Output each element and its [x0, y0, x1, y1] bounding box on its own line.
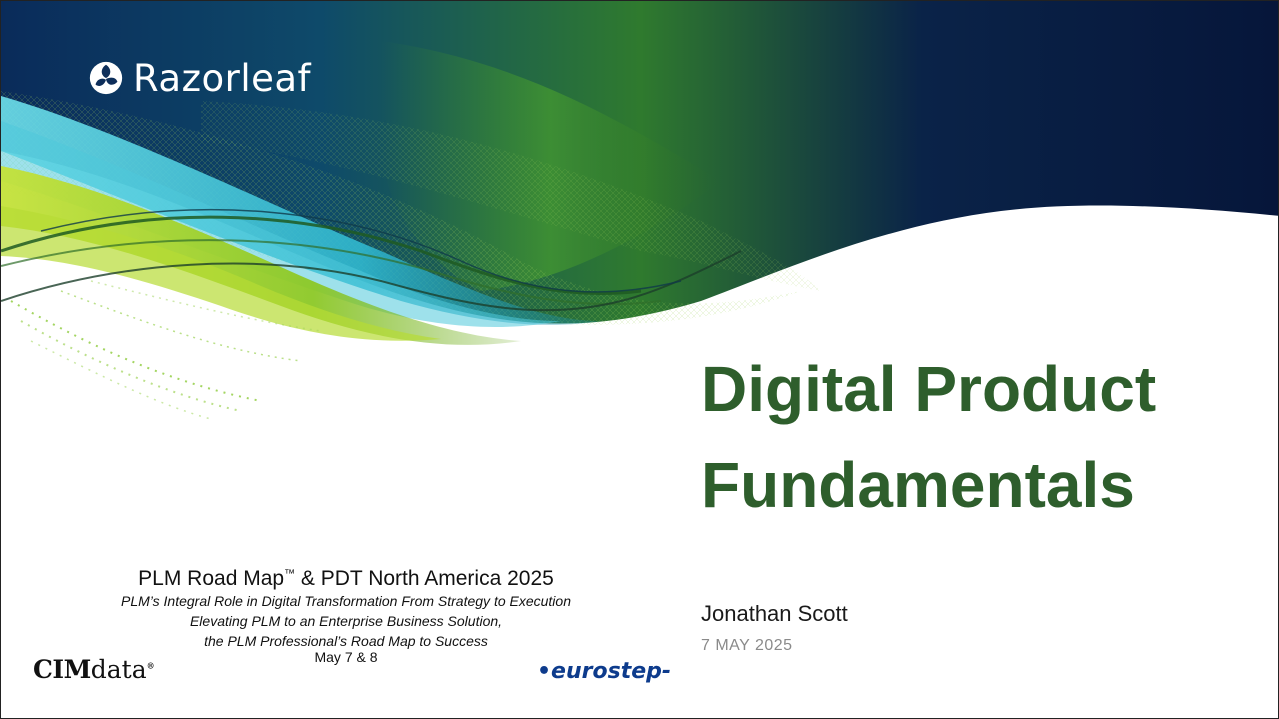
event-subtitle-3: the PLM Professional’s Road Map to Succe…	[204, 633, 488, 649]
event-info: PLM Road Map™ & PDT North America 2025 P…	[61, 567, 631, 665]
slide-title: Digital Product Fundamentals	[701, 341, 1261, 533]
razorleaf-petal-icon	[89, 61, 123, 95]
eurostep-logo: •eurostep-	[537, 659, 672, 684]
event-title-part2: & PDT North America 2025	[295, 567, 554, 590]
event-dates: May 7 & 8	[314, 649, 378, 665]
cimdata-registered: ®	[146, 660, 155, 671]
cimdata-logo: CIMdata®	[33, 655, 155, 684]
event-subtitle-2: Elevating PLM to an Enterprise Business …	[189, 613, 503, 629]
cimdata-logo-light: data	[90, 655, 147, 684]
event-title-part1: PLM Road Map	[138, 567, 285, 590]
event-title: PLM Road Map™ & PDT North America 2025	[61, 567, 631, 591]
event-subtitle-1: PLM’s Integral Role in Digital Transform…	[120, 593, 571, 609]
trademark-symbol: ™	[284, 568, 296, 580]
title-line-2: Fundamentals	[701, 449, 1135, 521]
cimdata-logo-bold: CIM	[33, 655, 91, 684]
presenter-name: Jonathan Scott	[701, 601, 848, 626]
razorleaf-brand: Razorleaf	[87, 59, 311, 97]
title-line-1: Digital Product	[701, 353, 1157, 425]
presentation-date: 7 MAY 2025	[701, 637, 793, 654]
brand-name: Razorleaf	[133, 56, 312, 100]
